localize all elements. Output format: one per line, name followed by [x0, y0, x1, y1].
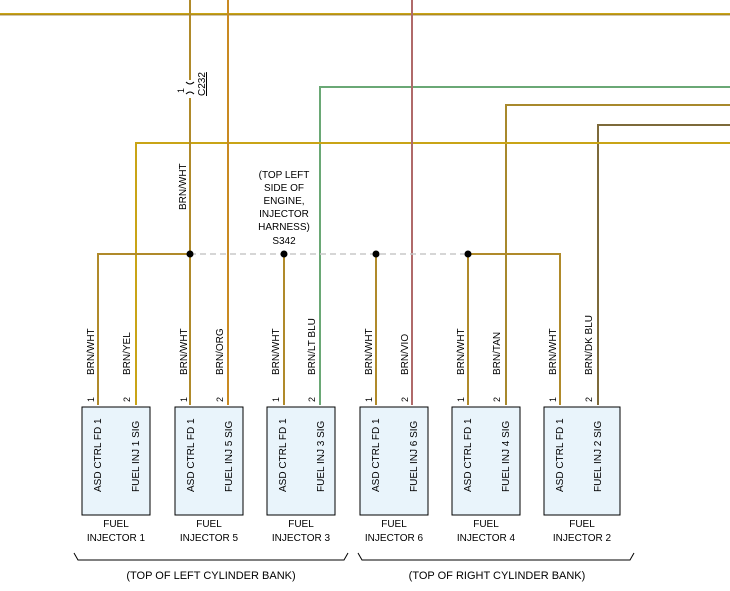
wire-label: BRN/WHT: [548, 328, 559, 375]
pin-function: FUEL INJ 4 SIG: [501, 420, 512, 492]
injector-title: INJECTOR 2: [553, 533, 612, 544]
wire-label: BRN/WHT: [456, 328, 467, 375]
injector-4: BRN/WHT BRN/TAN 1 2 ASD CTRL FD 1 FUEL I…: [451, 328, 521, 544]
wire-label: BRN/VIO: [400, 334, 411, 375]
pin-number: 2: [584, 397, 594, 402]
pin-number: 1: [179, 397, 189, 402]
injector-title: FUEL: [473, 519, 499, 530]
wire-label: BRN/ORG: [215, 328, 226, 375]
injector-1: BRN/WHT BRN/YEL 1 2 ASD CTRL FD 1 FUEL I…: [81, 328, 151, 544]
injector-5: BRN/WHT BRN/ORG 1 2 ASD CTRL FD 1 FUEL I…: [174, 328, 244, 544]
pin-function: FUEL INJ 6 SIG: [409, 420, 420, 492]
wire-label: BRN/WHT: [179, 328, 190, 375]
wire-label: BRN/WHT: [271, 328, 282, 375]
injector-2: BRN/WHT BRN/DK BLU 1 2 ASD CTRL FD 1 FUE…: [543, 315, 621, 544]
injector-title: INJECTOR 6: [365, 533, 424, 544]
wire-label: BRN/TAN: [492, 332, 503, 375]
pin-number: 2: [492, 397, 502, 402]
pin-number: 1: [271, 397, 281, 402]
left-bank-brace: (TOP OF LEFT CYLINDER BANK): [73, 552, 349, 582]
pin-function: ASD CTRL FD 1: [186, 418, 197, 492]
injector-3: BRN/WHT BRN/LT BLU 1 2 ASD CTRL FD 1 FUE…: [266, 318, 336, 544]
pin-number: 1: [456, 397, 466, 402]
pin-number: 2: [400, 397, 410, 402]
pin-number: 1: [86, 397, 96, 402]
injector-title: FUEL: [288, 519, 314, 530]
splice-dot: [280, 250, 288, 258]
pin-function: ASD CTRL FD 1: [93, 418, 104, 492]
splice-note-line: HARNESS): [258, 222, 310, 233]
injector-title: INJECTOR 5: [180, 533, 239, 544]
brn-tan-run: [505, 104, 730, 405]
pin-function: ASD CTRL FD 1: [278, 418, 289, 492]
injector-6: BRN/WHT BRN/VIO 1 2 ASD CTRL FD 1 FUEL I…: [359, 328, 429, 544]
splice-note-line: (TOP LEFT: [259, 170, 310, 181]
wire-label: BRN/DK BLU: [584, 315, 595, 375]
feed-wire-label: BRN/WHT: [178, 163, 189, 210]
brn-dk-blu-run: [597, 124, 730, 405]
group-label: (TOP OF RIGHT CYLINDER BANK): [409, 570, 586, 582]
pin-function: FUEL INJ 2 SIG: [593, 420, 604, 492]
splice-dot: [464, 250, 472, 258]
splice-note: (TOP LEFT SIDE OF ENGINE, INJECTOR HARNE…: [258, 170, 310, 247]
right-bank-brace: (TOP OF RIGHT CYLINDER BANK): [357, 552, 635, 582]
brn-lt-blu-run: [319, 86, 730, 405]
pin-function: ASD CTRL FD 1: [371, 418, 382, 492]
pin-function: ASD CTRL FD 1: [555, 418, 566, 492]
pin-number: 1: [548, 397, 558, 402]
group-label: (TOP OF LEFT CYLINDER BANK): [126, 570, 295, 582]
injector-title: FUEL: [196, 519, 222, 530]
wire-label: BRN/WHT: [86, 328, 97, 375]
connector-c232: 1 C232: [176, 72, 208, 96]
pin-function: ASD CTRL FD 1: [463, 418, 474, 492]
connector-pin: 1: [176, 88, 186, 93]
injector-title: FUEL: [569, 519, 595, 530]
splice-id: S342: [272, 236, 296, 247]
splice-dot: [186, 250, 194, 258]
injector-title: INJECTOR 1: [87, 533, 146, 544]
splice-dot: [372, 250, 380, 258]
splice-note-line: ENGINE,: [263, 196, 304, 207]
wire-label: BRN/LT BLU: [307, 318, 318, 375]
pin-number: 1: [364, 397, 374, 402]
top-bus-wires: [0, 13, 730, 16]
pin-function: FUEL INJ 3 SIG: [316, 420, 327, 492]
splice-note-line: INJECTOR: [259, 209, 309, 220]
splice-note-line: SIDE OF: [264, 183, 304, 194]
injector-title: INJECTOR 3: [272, 533, 331, 544]
pin-number: 2: [307, 397, 317, 402]
pin-number: 2: [122, 397, 132, 402]
splice-branches: [97, 250, 561, 405]
injector-title: FUEL: [381, 519, 407, 530]
connector-name: C232: [197, 72, 208, 96]
pin-function: FUEL INJ 5 SIG: [224, 420, 235, 492]
pin-function: FUEL INJ 1 SIG: [131, 420, 142, 492]
brn-yel-run: [135, 142, 730, 405]
injector-title: FUEL: [103, 519, 129, 530]
wire-label: BRN/YEL: [122, 332, 133, 375]
signal-bus-wires: [135, 86, 730, 405]
vertical-feed-wires: [189, 0, 413, 405]
injector-title: INJECTOR 4: [457, 533, 516, 544]
pin-number: 2: [215, 397, 225, 402]
wire-label: BRN/WHT: [364, 328, 375, 375]
